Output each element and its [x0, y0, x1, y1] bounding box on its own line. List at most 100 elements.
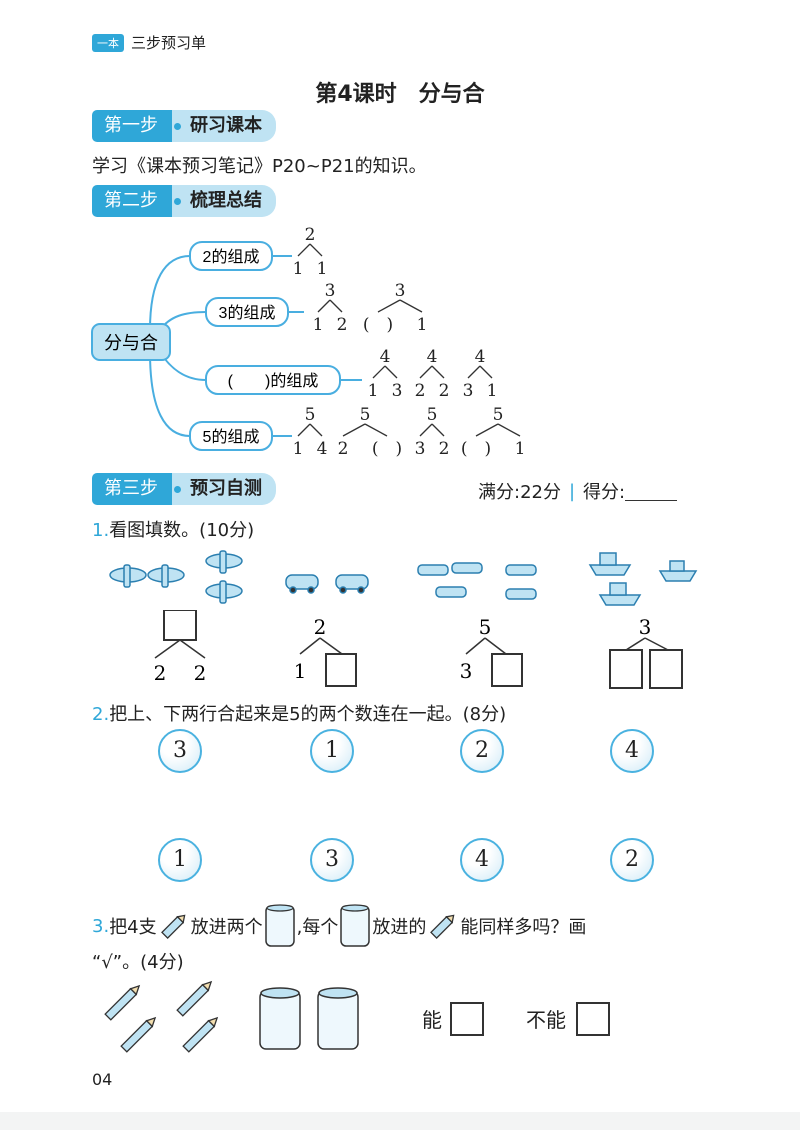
- step2-tag: 第二步: [92, 185, 172, 217]
- tree-branch: [329, 299, 343, 313]
- q2-bottom-bubble-2[interactable]: 3: [310, 838, 354, 882]
- step3-tag: 第三步: [92, 473, 172, 505]
- step3-banner: 第三步 预习自测: [92, 473, 276, 505]
- tree-left: 1: [313, 315, 324, 335]
- branch-label-3: 3的组成: [219, 304, 276, 322]
- q1-g2-top: 2: [314, 615, 327, 639]
- pencil-icon: [430, 914, 455, 939]
- tree-branch: [431, 423, 445, 437]
- branch-node-3: [205, 297, 289, 327]
- q2-bottom-bubble-1[interactable]: 1: [158, 838, 202, 882]
- question-2-number: 2.: [92, 704, 110, 725]
- pencil-icon: [160, 914, 186, 939]
- step2-title: 梳理总结: [182, 185, 276, 217]
- branch-label-2: 2的组成: [203, 248, 260, 266]
- brand-logo: 一本: [92, 33, 124, 52]
- tree-right: 3: [392, 381, 403, 401]
- step1-description: 学习《课本预习笔记》P20~P21的知识。: [92, 156, 427, 177]
- q1-g3-top: 5: [479, 615, 492, 639]
- tree-left: 2: [338, 439, 349, 459]
- step1-tag: 第一步: [92, 110, 172, 142]
- tree-left: 2: [415, 381, 426, 401]
- tree-branch: [431, 365, 445, 379]
- question-1-text: 看图填数。(10分): [109, 520, 255, 541]
- q2-bottom-bubble-3[interactable]: 4: [460, 838, 504, 882]
- tree-top: 5: [360, 405, 371, 425]
- tree-branch: [467, 365, 481, 379]
- cup-icon: [340, 904, 371, 947]
- q1-g1-left: 2: [154, 661, 167, 685]
- tree-top: 5: [493, 405, 504, 425]
- tree-branch: [364, 423, 388, 437]
- tree-branch: [342, 423, 366, 437]
- tree-right: 2: [439, 381, 450, 401]
- question-1: 1.看图填数。(10分): [92, 516, 254, 542]
- q3-text-d: 放进的: [372, 917, 427, 938]
- q2-top-bubble-3[interactable]: 2: [460, 729, 504, 773]
- page-number: 04: [92, 1070, 113, 1089]
- tree-right: 1: [417, 315, 428, 335]
- tree-branch: [297, 423, 311, 437]
- tree-right: ( ): [372, 439, 402, 459]
- q1-g2-left: 1: [294, 659, 307, 683]
- branch-node-unknown: [205, 365, 341, 395]
- tree-left: ( ): [363, 315, 393, 335]
- airplane-icon: [109, 550, 243, 604]
- q3-text-c: ,每个: [296, 917, 339, 938]
- tree-branch: [479, 365, 493, 379]
- center-label: 分与合: [104, 333, 158, 353]
- branch-label-5: 5的组成: [203, 428, 260, 446]
- step-dot-icon: [172, 110, 182, 142]
- q3-text-f: “√”。(4分): [92, 952, 184, 973]
- brand-text: 三步预习单: [131, 34, 207, 52]
- step-dot-icon: [172, 185, 182, 217]
- branch-node-5: [189, 421, 273, 451]
- tree-right: 1: [515, 439, 526, 459]
- q2-top-bubble-1[interactable]: 3: [158, 729, 202, 773]
- option-yes-label: 能: [422, 1008, 442, 1032]
- q2-top-bubble-2[interactable]: 1: [310, 729, 354, 773]
- tree-branch: [475, 423, 499, 437]
- q2-top-bubble-4[interactable]: 4: [610, 729, 654, 773]
- question-2-text: 把上、下两行合起来是5的两个数连在一起。(8分): [109, 704, 507, 725]
- step2-banner: 第二步 梳理总结: [92, 185, 276, 217]
- tree-left: 1: [368, 381, 379, 401]
- tree-right: 2: [337, 315, 348, 335]
- q1-answer-box-3: [491, 653, 523, 687]
- option-no-label: 不能: [526, 1008, 566, 1032]
- tree-top: 3: [395, 281, 406, 301]
- q1-answer-box-1: [163, 610, 197, 641]
- tree-left: ( ): [461, 439, 491, 459]
- bottom-strip: [0, 1112, 800, 1130]
- option-yes-checkbox[interactable]: [450, 1002, 484, 1036]
- score-blank[interactable]: [625, 482, 678, 501]
- tree-top: 5: [427, 405, 438, 425]
- tree-branch: [377, 299, 401, 313]
- question-3-line-1: 3. 把4支 放进两个 ,每个 放进的 能同样多吗？画: [92, 902, 586, 950]
- tree-top: 4: [475, 347, 486, 367]
- q3-pictures: [104, 980, 359, 1053]
- score-separator: |: [568, 480, 576, 502]
- step3-title: 预习自测: [182, 473, 276, 505]
- step1-title: 研习课本: [182, 110, 276, 142]
- cup-icon: [259, 987, 359, 1050]
- tree-branch: [384, 365, 398, 379]
- tree-branch: [372, 365, 386, 379]
- tree-branch: [497, 423, 521, 437]
- tree-left: 1: [293, 259, 304, 279]
- option-no-checkbox[interactable]: [576, 1002, 610, 1036]
- tree-right: 4: [317, 439, 328, 459]
- question-1-number: 1.: [92, 520, 110, 541]
- tree-left: 1: [293, 439, 304, 459]
- full-score: 满分:22分: [478, 482, 561, 503]
- q1-g3-left: 3: [460, 659, 473, 683]
- q3-text-e: 能同样多吗？画: [460, 917, 587, 938]
- q1-answer-box-2: [325, 653, 357, 687]
- q1-g1-right: 2: [194, 661, 207, 685]
- q2-bottom-bubble-4[interactable]: 2: [610, 838, 654, 882]
- tree-branch: [297, 243, 311, 257]
- q1-answer-box-5: [649, 649, 683, 689]
- tank-icon: [417, 562, 537, 600]
- tree-top: 4: [427, 347, 438, 367]
